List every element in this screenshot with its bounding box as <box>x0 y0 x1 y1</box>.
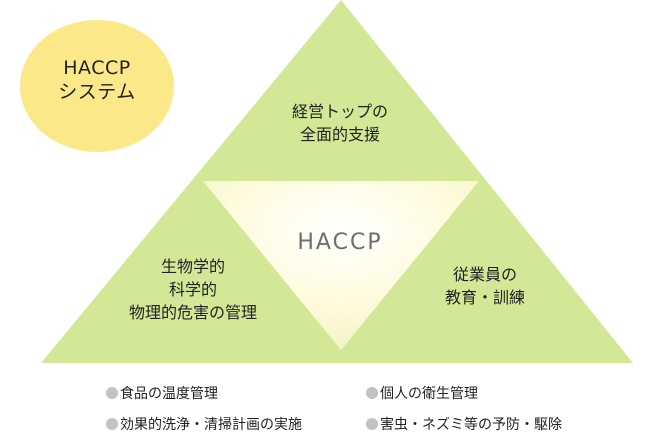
right-line-1: 従業員の <box>452 265 517 284</box>
list-item-text: 効果的洗浄・清掃計画の実施 <box>120 417 302 433</box>
list-item-text: 個人の衛生管理 <box>380 386 478 402</box>
haccp-system-badge <box>20 20 174 152</box>
badge-line-1: HACCP <box>63 57 131 79</box>
left-line-1: 生物学的 <box>160 257 225 276</box>
inner-inverted-triangle <box>203 181 479 350</box>
bullet-icon <box>106 418 118 430</box>
badge-text: HACCP システム <box>20 56 174 104</box>
bullet-icon <box>366 418 378 430</box>
left-line-2: 科学的 <box>168 280 217 299</box>
list-item: 効果的洗浄・清掃計画の実施 <box>106 415 302 435</box>
bullet-icon <box>366 387 378 399</box>
right-line-2: 教育・訓練 <box>444 288 525 307</box>
list-item-text: 害虫・ネズミ等の予防・駆除 <box>380 417 562 433</box>
left-section-label: 生物学的 科学的 物理的危害の管理 <box>108 255 278 324</box>
left-line-3: 物理的危害の管理 <box>128 303 257 322</box>
list-item: 害虫・ネズミ等の予防・駆除 <box>366 415 562 435</box>
top-line-1: 経営トップの <box>291 102 388 121</box>
center-label: HACCP <box>297 230 383 255</box>
bullet-icon <box>106 387 118 399</box>
badge-line-2: システム <box>58 81 136 103</box>
list-item: 個人の衛生管理 <box>366 384 478 404</box>
list-item-text: 食品の温度管理 <box>120 386 218 402</box>
list-item: 食品の温度管理 <box>106 384 218 404</box>
top-section-label: 経営トップの 全面的支援 <box>270 100 410 146</box>
top-line-2: 全面的支援 <box>299 125 380 144</box>
right-section-label: 従業員の 教育・訓練 <box>420 263 550 309</box>
